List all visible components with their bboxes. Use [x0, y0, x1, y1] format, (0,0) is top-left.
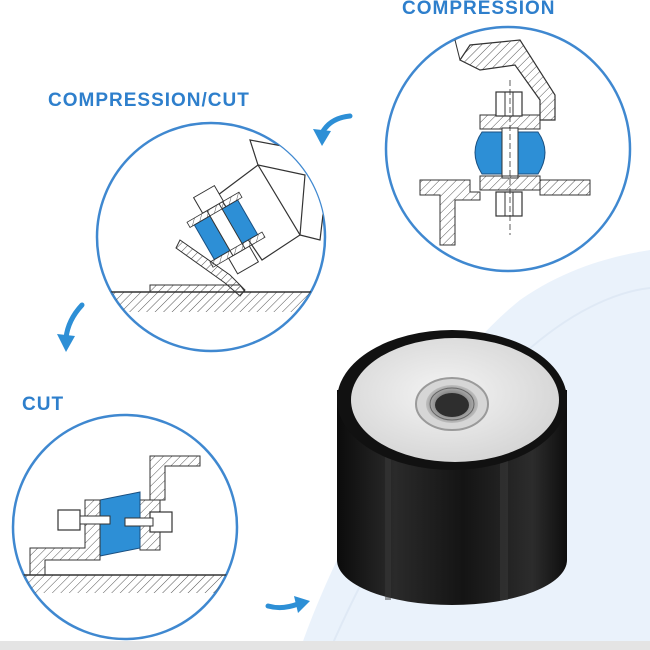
cut-diagram — [11, 413, 239, 641]
compression-cut-label: COMPRESSION/CUT — [48, 90, 250, 111]
curved-arrow-icon — [57, 302, 85, 352]
rubber-mount-icon — [337, 330, 567, 605]
curved-arrow-icon — [313, 113, 353, 146]
bottom-strip — [0, 641, 650, 650]
compression-diagram — [384, 25, 632, 273]
compression-label: COMPRESSION — [402, 0, 556, 19]
compression-cut-diagram — [95, 121, 327, 353]
cut-label: CUT — [22, 394, 65, 415]
curved-arrow-icon — [265, 596, 310, 613]
